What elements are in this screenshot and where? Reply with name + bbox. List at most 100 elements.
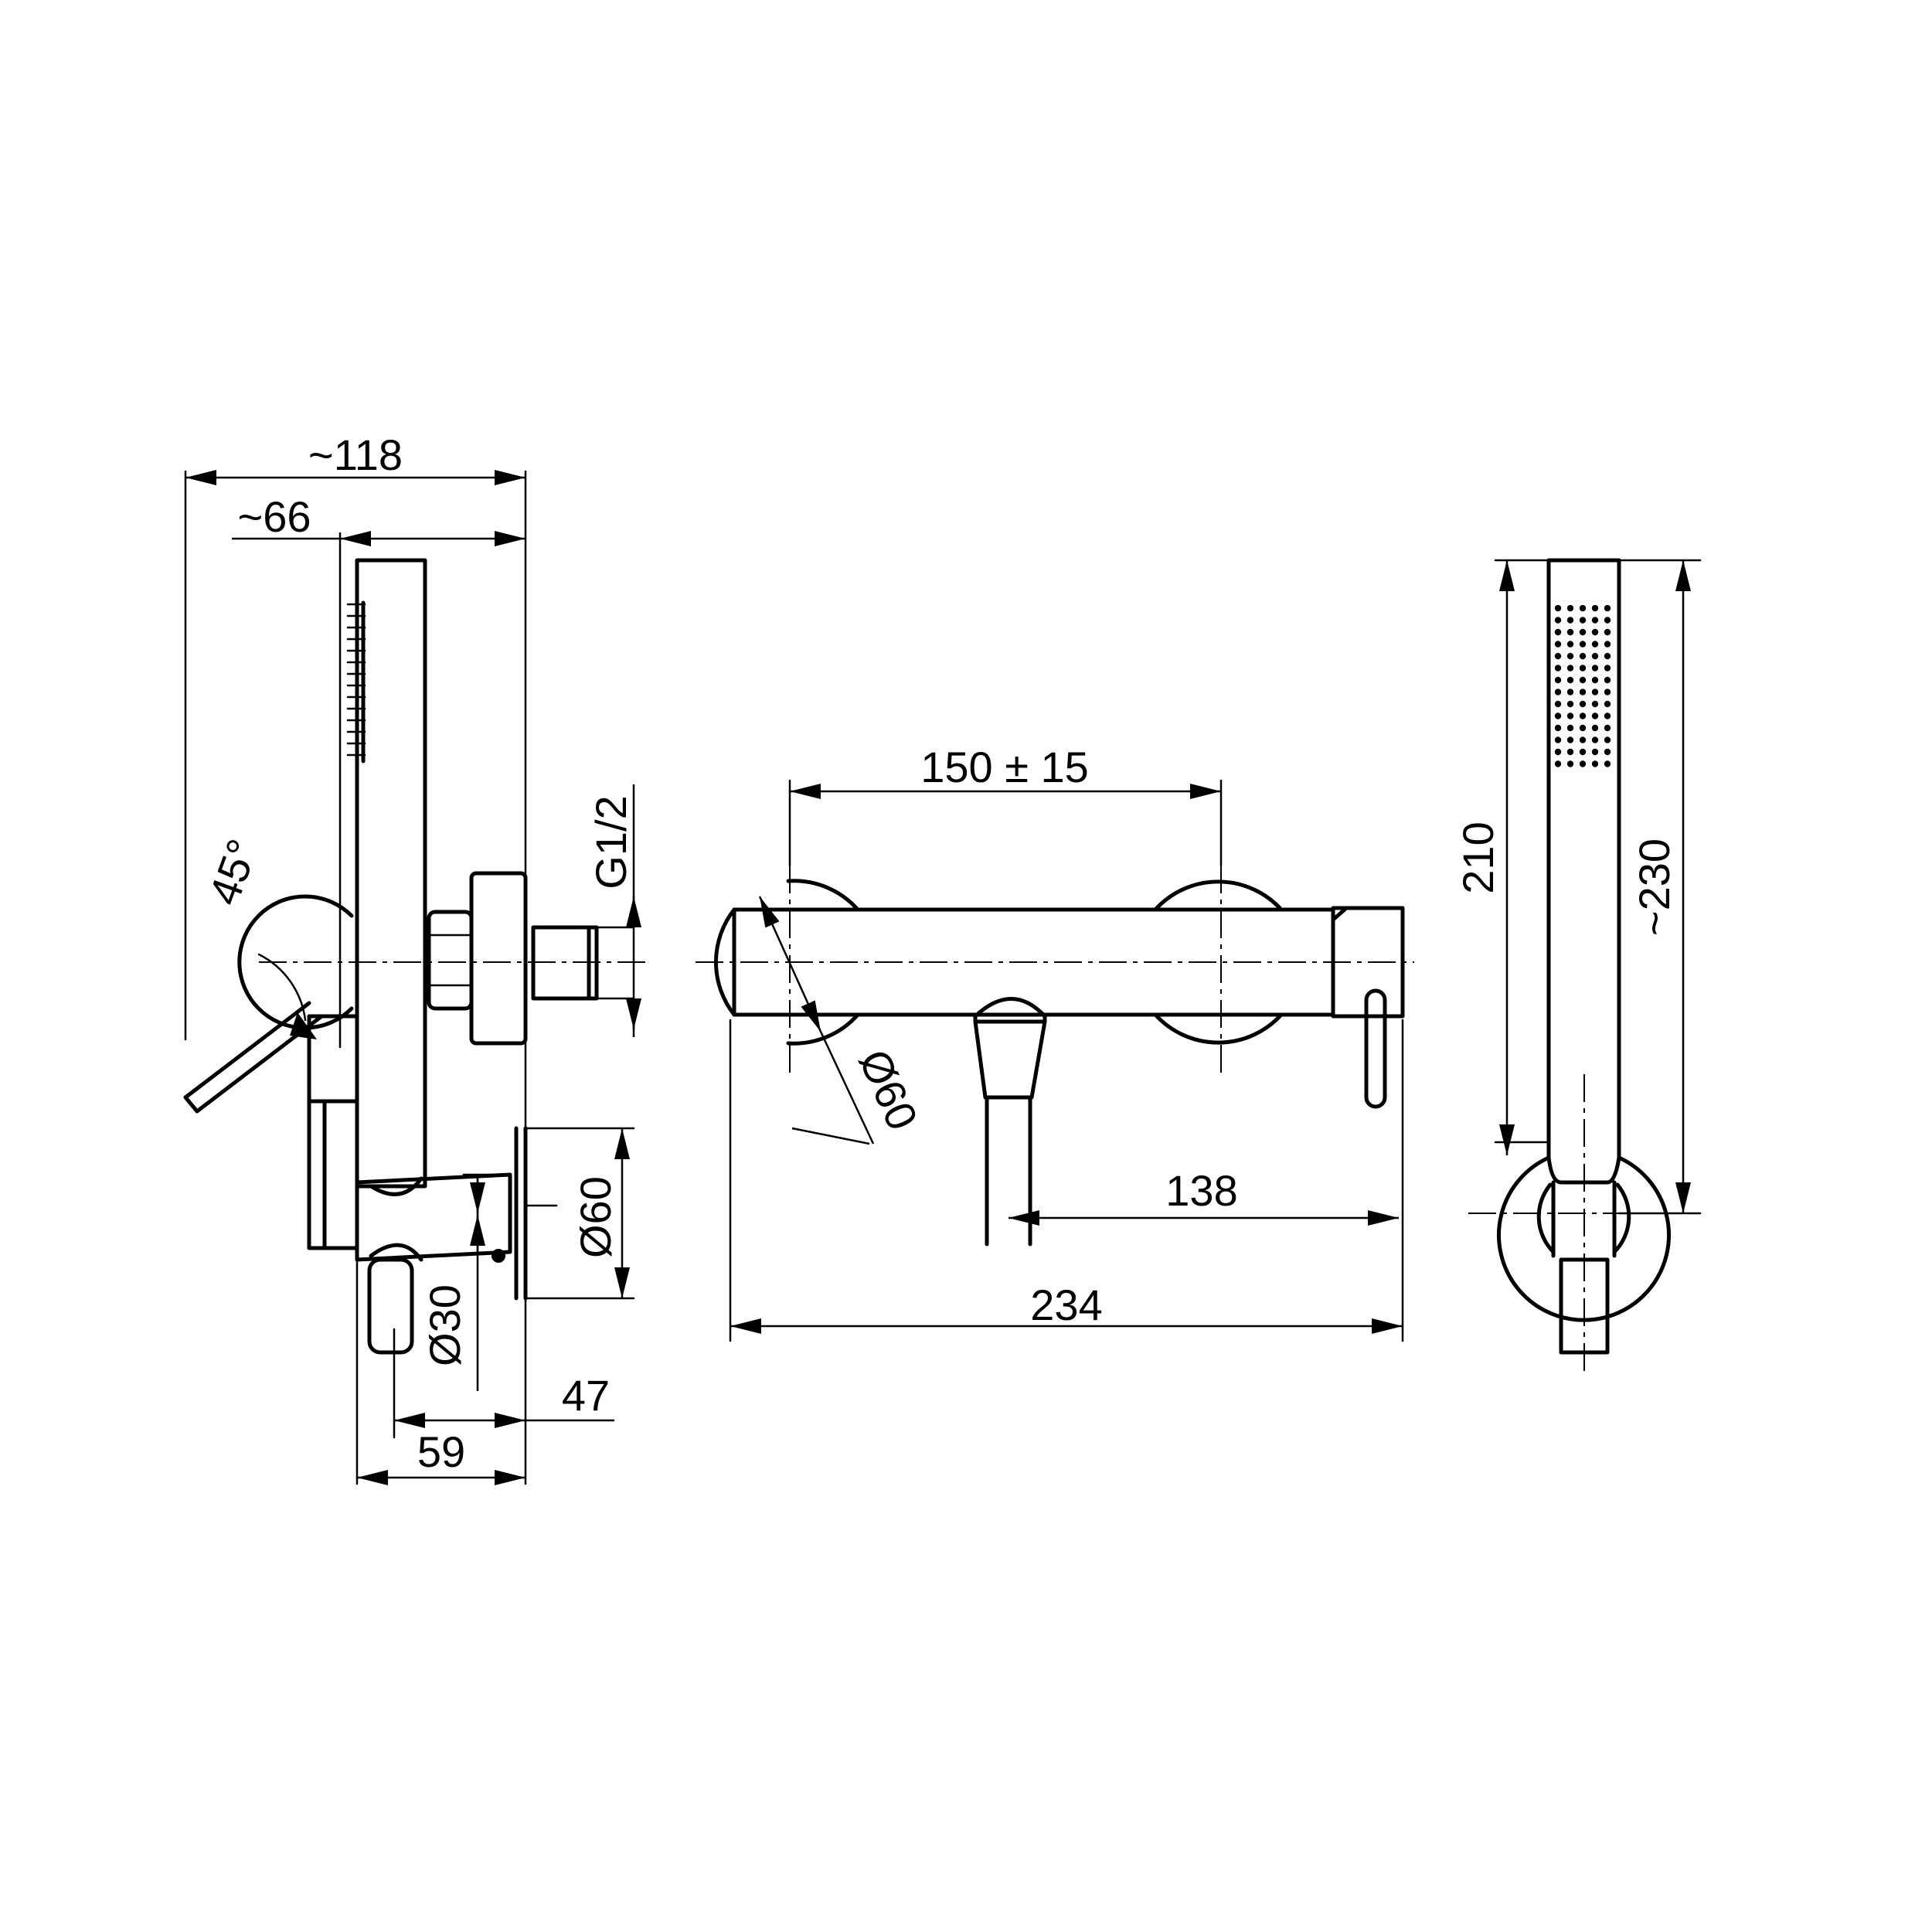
dim-flange-diameter: Ø60 xyxy=(850,1043,928,1137)
spray-nozzles-front xyxy=(1554,604,1611,767)
nozzle-dot xyxy=(1579,604,1587,612)
nozzle-dot xyxy=(1604,665,1611,672)
nozzle-dot xyxy=(1579,676,1587,684)
dim-center-distance: 150 ± 15 xyxy=(920,743,1089,791)
nozzle-dot xyxy=(1579,760,1587,767)
nozzle-dot xyxy=(1566,748,1574,756)
dim-overall-width: 234 xyxy=(1030,1281,1102,1329)
dim-lever-angle: 45° xyxy=(199,833,267,911)
hand-shower-body xyxy=(355,558,427,1189)
nozzle-dot xyxy=(1604,628,1611,636)
nozzle-dot xyxy=(1591,628,1599,636)
right-wall-flange xyxy=(1153,879,1284,912)
dim-overall-length: ~230 xyxy=(1630,838,1679,936)
nozzle-dot xyxy=(1604,652,1611,660)
nozzle-dot xyxy=(1566,700,1574,708)
nozzle-dot xyxy=(1604,724,1611,732)
lever-handle xyxy=(183,1001,311,1100)
nozzle-dot xyxy=(1591,641,1599,648)
nozzle-dot xyxy=(1554,628,1562,636)
nozzle-dot xyxy=(1554,641,1562,648)
front-view: 150 ± 15 Ø60 138 234 xyxy=(696,743,1414,1342)
nozzle-dot xyxy=(1591,724,1599,732)
nozzle-dot xyxy=(1591,713,1599,719)
nozzle-dot xyxy=(1591,665,1599,672)
nozzle-dot xyxy=(1591,617,1599,624)
nozzle-dot xyxy=(1554,652,1562,660)
nozzle-dot xyxy=(1566,760,1574,767)
nozzle-dot xyxy=(1554,676,1562,684)
hand-shower-front xyxy=(1546,558,1621,1185)
nozzle-dot xyxy=(1554,665,1562,672)
nozzle-dot xyxy=(1604,604,1611,612)
dim-head-length: 210 xyxy=(1454,821,1502,893)
nozzle-dot xyxy=(1579,665,1587,672)
nozzle-dot xyxy=(1604,760,1611,767)
nozzle-dot xyxy=(1566,713,1574,719)
nozzle-dot xyxy=(1604,700,1611,708)
nozzle-dot xyxy=(1579,641,1587,648)
nozzle-dot xyxy=(1554,713,1562,719)
nozzle-dot xyxy=(1579,724,1587,732)
nozzle-dot xyxy=(1554,604,1562,612)
nozzle-dot xyxy=(1604,736,1611,743)
holder-bracket xyxy=(355,1172,512,1262)
nozzle-dot xyxy=(1566,689,1574,696)
nozzle-dot xyxy=(1591,736,1599,743)
nozzle-dot xyxy=(1579,713,1587,719)
nozzle-dot xyxy=(1591,689,1599,696)
nozzle-dot xyxy=(1604,617,1611,624)
nozzle-dot xyxy=(1579,689,1587,696)
nozzle-dot xyxy=(1554,736,1562,743)
nozzle-dot xyxy=(1591,676,1599,684)
nozzle-dot xyxy=(1591,760,1599,767)
nozzle-dot xyxy=(1566,676,1574,684)
nozzle-dot xyxy=(1591,700,1599,708)
nozzle-dot xyxy=(1604,748,1611,756)
nozzle-dot xyxy=(1579,700,1587,708)
hand-shower-view: 210 ~230 xyxy=(1454,558,1702,1376)
dim-outlet-diameter: Ø30 xyxy=(420,1284,469,1366)
nozzle-dot xyxy=(1566,736,1574,743)
nozzle-dot xyxy=(1566,652,1574,660)
nozzle-dot xyxy=(1579,736,1587,743)
nozzle-dot xyxy=(1604,676,1611,684)
nozzle-dot xyxy=(1554,700,1562,708)
nozzle-dot xyxy=(1579,748,1587,756)
nozzle-dot xyxy=(1566,617,1574,624)
spray-nozzles-side xyxy=(346,600,366,764)
nozzle-dot xyxy=(1591,652,1599,660)
dim-overall-depth: ~118 xyxy=(308,430,403,479)
side-view: ~118 ~66 45° G1/2 Ø60 Ø30 47 59 xyxy=(183,430,645,1485)
dim-thread: G1/2 xyxy=(587,795,635,889)
dim-plate-diameter: Ø60 xyxy=(571,1176,620,1258)
nozzle-dot xyxy=(1579,617,1587,624)
nozzle-dot xyxy=(1554,724,1562,732)
nozzle-dot xyxy=(1604,641,1611,648)
wall-flange-side xyxy=(469,871,528,1046)
nozzle-dot xyxy=(1554,760,1562,767)
nozzle-dot xyxy=(1591,748,1599,756)
hose-outlet xyxy=(367,1257,414,1355)
nozzle-dot xyxy=(1566,628,1574,636)
nozzle-dot xyxy=(1554,617,1562,624)
dim-outlet-to-end: 138 xyxy=(1165,1166,1237,1215)
nozzle-dot xyxy=(1566,665,1574,672)
nozzle-dot xyxy=(1566,604,1574,612)
nozzle-dot xyxy=(1554,748,1562,756)
nozzle-dot xyxy=(1579,628,1587,636)
valve-body xyxy=(307,1014,359,1250)
nozzle-dot xyxy=(1554,689,1562,696)
nozzle-dot xyxy=(1591,604,1599,612)
nozzle-dot xyxy=(1579,652,1587,660)
nozzle-dot xyxy=(1604,689,1611,696)
front-lever xyxy=(1364,988,1387,1109)
dim-hand-shower-depth: ~66 xyxy=(238,492,311,541)
nozzle-dot xyxy=(1566,641,1574,648)
dim-outlet-offset: 47 xyxy=(562,1371,610,1420)
connection-nut xyxy=(427,910,474,1011)
nozzle-dot xyxy=(1604,713,1611,719)
dim-wall-offset: 59 xyxy=(417,1427,465,1476)
nozzle-dot xyxy=(1566,724,1574,732)
